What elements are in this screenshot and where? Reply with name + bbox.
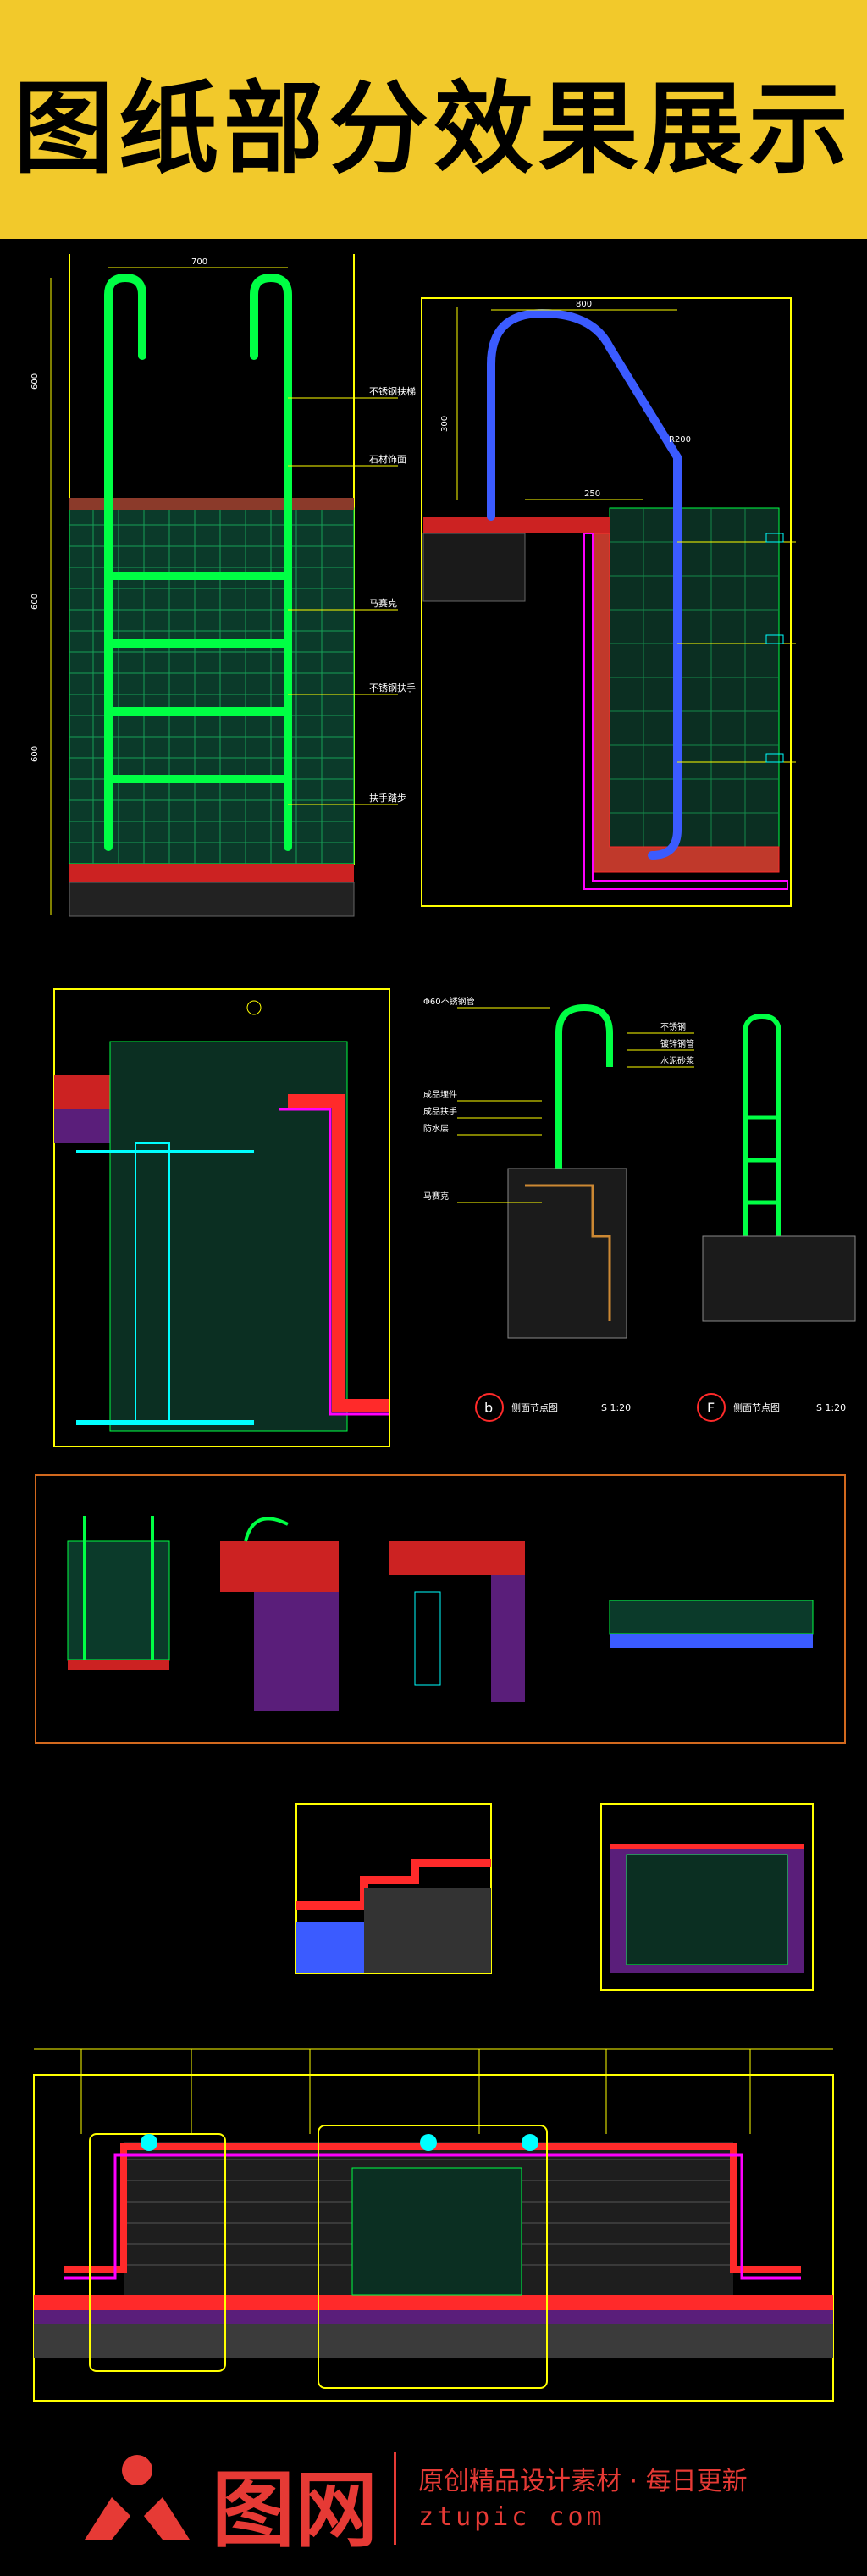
ladder-rails	[104, 273, 292, 851]
drawing-panel-details: Φ60不锈钢管 成品埋件 成品扶手 防水层 马赛克 不锈钢 镀锌钢管 水泥砂浆 …	[0, 982, 867, 1473]
edge-detail-section	[53, 988, 390, 1447]
caption-b: 侧面节点图	[511, 1402, 558, 1413]
drawing-panel-sections	[288, 1795, 830, 1998]
handrail-curve	[487, 308, 682, 860]
rail-b	[555, 1003, 613, 1219]
page-title: 图纸部分效果展示	[13, 69, 853, 187]
dim-ladder-upper: 600	[30, 373, 40, 390]
skimmer-section	[295, 1803, 492, 1974]
thumbnail-drawings	[35, 1474, 846, 1744]
drawing-panel-pool-section	[30, 2032, 837, 2405]
pool-water-section	[609, 507, 780, 865]
dim-rail-height: 300	[440, 416, 450, 432]
callout-f-icon	[697, 1393, 726, 1422]
leader-b-6: 不锈钢	[660, 1021, 686, 1032]
callout-f: F	[707, 1400, 715, 1416]
leader-b-1: Φ60不锈钢管	[423, 996, 475, 1007]
scale-b: S 1:20	[601, 1402, 631, 1413]
leader-b-3: 成品扶手	[423, 1106, 457, 1117]
label-ladder-5: 扶手踏步	[369, 792, 406, 804]
thumb-ladder	[67, 1516, 170, 1670]
detail-b: Φ60不锈钢管 成品埋件 成品扶手 防水层 马赛克 不锈钢 镀锌钢管 水泥砂浆 …	[423, 996, 694, 1422]
pit-section	[600, 1803, 814, 1991]
thumb-column	[389, 1541, 525, 1702]
detail-f: F 侧面节点图 S 1:20	[697, 1013, 856, 1422]
section-drawings	[295, 1803, 814, 1991]
brand-name: 图网	[212, 2463, 378, 2559]
pool-wall-section: 800 R200 250 300	[421, 297, 796, 907]
leader-b-4: 防水层	[423, 1123, 449, 1134]
header-banner: 图纸部分效果展示	[0, 0, 867, 239]
leader-b-8: 水泥砂浆	[660, 1055, 694, 1066]
label-ladder-1: 不锈钢扶梯	[369, 385, 416, 397]
dim-ladder-width: 700	[191, 257, 207, 267]
drawing-panel-ladder: 700 600 600 600 不锈钢扶梯 石材饰面 马赛克 不锈钢扶手 扶手踏…	[0, 254, 867, 982]
thumb-rail	[220, 1517, 339, 1711]
label-ladder-4: 不锈钢扶手	[369, 682, 416, 694]
label-ladder-3: 马赛克	[369, 597, 397, 609]
ladder-drawings: 700 600 600 600 不锈钢扶梯 石材饰面 马赛克 不锈钢扶手 扶手踏…	[30, 254, 796, 917]
label-ladder-2: 石材饰面	[369, 453, 406, 465]
callout-b-icon	[475, 1393, 504, 1422]
detail-drawings: Φ60不锈钢管 成品埋件 成品扶手 防水层 马赛克 不锈钢 镀锌钢管 水泥砂浆 …	[53, 988, 856, 1447]
dim-rail-radius: R200	[669, 435, 691, 445]
caption-f: 侧面节点图	[733, 1402, 780, 1413]
dim-rail-width: 800	[576, 300, 592, 309]
ladder-leader-labels: 不锈钢扶梯 石材饰面 马赛克 不锈钢扶手 扶手踏步	[288, 385, 416, 805]
callout-b: b	[484, 1400, 493, 1416]
dim-rail-offset: 250	[584, 489, 600, 499]
wall-liner	[288, 1094, 389, 1412]
brand-site: ztupic com	[418, 2502, 605, 2532]
leader-b-2: 成品埋件	[423, 1090, 457, 1100]
pool-bottom-slab	[34, 2295, 833, 2310]
dim-ladder-mid: 600	[30, 594, 40, 610]
ladder-rungs	[104, 572, 292, 783]
ladder-coping	[69, 498, 354, 510]
brand-logo-icon	[85, 2455, 190, 2540]
dim-ladder-lower: 600	[30, 746, 40, 762]
drain-pit	[351, 2167, 522, 2296]
footer: 图网 原创精品设计素材 · 每日更新 ztupic com	[0, 2418, 867, 2576]
pool-section-drawing	[33, 2048, 834, 2402]
pool-deck	[423, 517, 610, 533]
ladder-elevation: 700 600 600 600 不锈钢扶梯 石材饰面 马赛克 不锈钢扶手 扶手踏…	[30, 254, 416, 917]
brand-slogan: 原创精品设计素材 · 每日更新	[418, 2467, 748, 2496]
footer-divider	[394, 2452, 396, 2545]
ladder-floor	[69, 864, 354, 882]
leader-b-5: 马赛克	[423, 1191, 449, 1202]
scale-f: S 1:20	[816, 1402, 846, 1413]
thumb-pool	[609, 1600, 814, 1648]
drawing-panel-thumbnails	[34, 1473, 847, 1744]
leader-b-7: 镀锌钢管	[660, 1038, 694, 1049]
